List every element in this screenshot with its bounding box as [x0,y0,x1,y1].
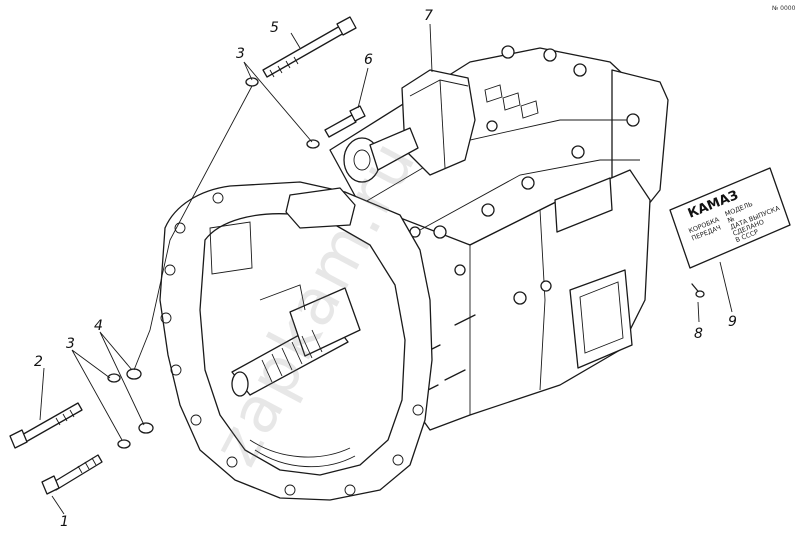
washer-4-lower [138,422,154,434]
bolt-1 [41,454,103,495]
callout-7: 7 [424,8,433,24]
rivet-8 [691,283,705,298]
callout-6: 6 [364,52,373,68]
callout-5: 5 [270,20,279,36]
lock-washer-3-lower [107,373,121,383]
callout-8: 8 [694,326,703,342]
callout-9: 9 [728,314,737,330]
callout-4: 4 [94,318,103,334]
nameplate-line-4: № [725,215,735,225]
callout-2: 2 [34,354,43,370]
bolt-6 [324,105,366,138]
washer-3-mid [306,139,320,149]
washer-4-upper [126,368,142,380]
clutch-bell-housing [159,181,433,501]
callout-1: 1 [60,514,69,530]
callout-3-lower: 3 [66,336,75,352]
gearbox-housing [329,45,669,431]
bolt-2 [9,402,83,449]
corner-code: № 0000 [772,5,796,12]
leader-lines [39,23,733,515]
lock-washer-3-bottom [117,439,131,449]
nameplate-9: КАМАЗ КОРОБКА ПЕРЕДАЧ МОДЕЛЬ № ДАТА ВЫПУ… [669,167,791,269]
bolt-5 [262,16,357,78]
callout-3-top: 3 [236,46,245,62]
